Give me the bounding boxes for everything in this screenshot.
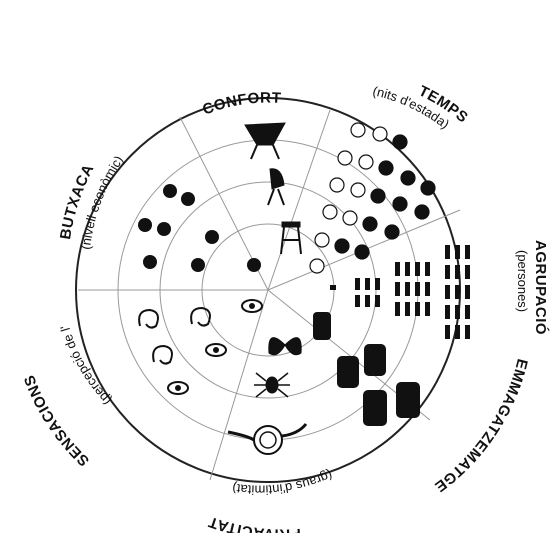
moon-phase-icon bbox=[309, 122, 436, 274]
butterfly-chair-icon bbox=[244, 122, 286, 160]
sector-title-privacitat: PRIVACITAT bbox=[206, 513, 301, 533]
coin-icon bbox=[143, 255, 157, 269]
coin-icon bbox=[181, 192, 195, 206]
sector-subtitle-privacitat: (graus d'intimitat) bbox=[231, 467, 335, 497]
wheel bbox=[75, 97, 461, 483]
ear-icon bbox=[138, 308, 159, 329]
sensacions-icons bbox=[138, 299, 263, 395]
sector-title-sensacions: SENSACIONS bbox=[21, 372, 93, 469]
privacitat-icons bbox=[227, 337, 308, 455]
emmagatzematge-icons bbox=[313, 312, 420, 426]
ear-icon bbox=[152, 344, 173, 365]
snail-icon bbox=[227, 423, 308, 455]
eye-icon bbox=[167, 381, 189, 395]
coin-icon bbox=[191, 258, 205, 272]
sector-title-agrupacio: AGRUPACIÓ bbox=[532, 240, 550, 335]
sector-title-emmagatzematge: EMMAGATZEMATGE bbox=[431, 357, 530, 495]
coin-icon bbox=[205, 230, 219, 244]
temps-icons bbox=[309, 122, 436, 274]
ear-icon bbox=[190, 306, 211, 327]
person-icon bbox=[330, 245, 470, 339]
spoke bbox=[267, 109, 331, 291]
coin-icon bbox=[157, 222, 171, 236]
spoke bbox=[209, 289, 269, 481]
butxaca-icons bbox=[138, 184, 261, 272]
eye-icon bbox=[241, 299, 263, 313]
backpack-icon bbox=[337, 356, 359, 388]
eye-icon bbox=[205, 343, 227, 357]
butterfly-icon bbox=[268, 337, 302, 356]
coin-icon bbox=[247, 258, 261, 272]
sector-title-confort: CONFORT bbox=[200, 89, 281, 118]
spider-icon bbox=[254, 372, 290, 398]
backpack-icon bbox=[313, 312, 331, 340]
sector-subtitle-agrupacio: (persones) bbox=[515, 250, 530, 312]
backpack-icon bbox=[364, 344, 386, 376]
lounge-chair-icon bbox=[267, 168, 285, 206]
coin-icon bbox=[163, 184, 177, 198]
confort-icons bbox=[244, 122, 302, 255]
coin-icon bbox=[138, 218, 152, 232]
backpack-icon bbox=[396, 382, 420, 418]
backpack-icon bbox=[363, 390, 387, 426]
agrupacio-icons bbox=[330, 245, 470, 339]
stool-icon bbox=[280, 221, 302, 255]
